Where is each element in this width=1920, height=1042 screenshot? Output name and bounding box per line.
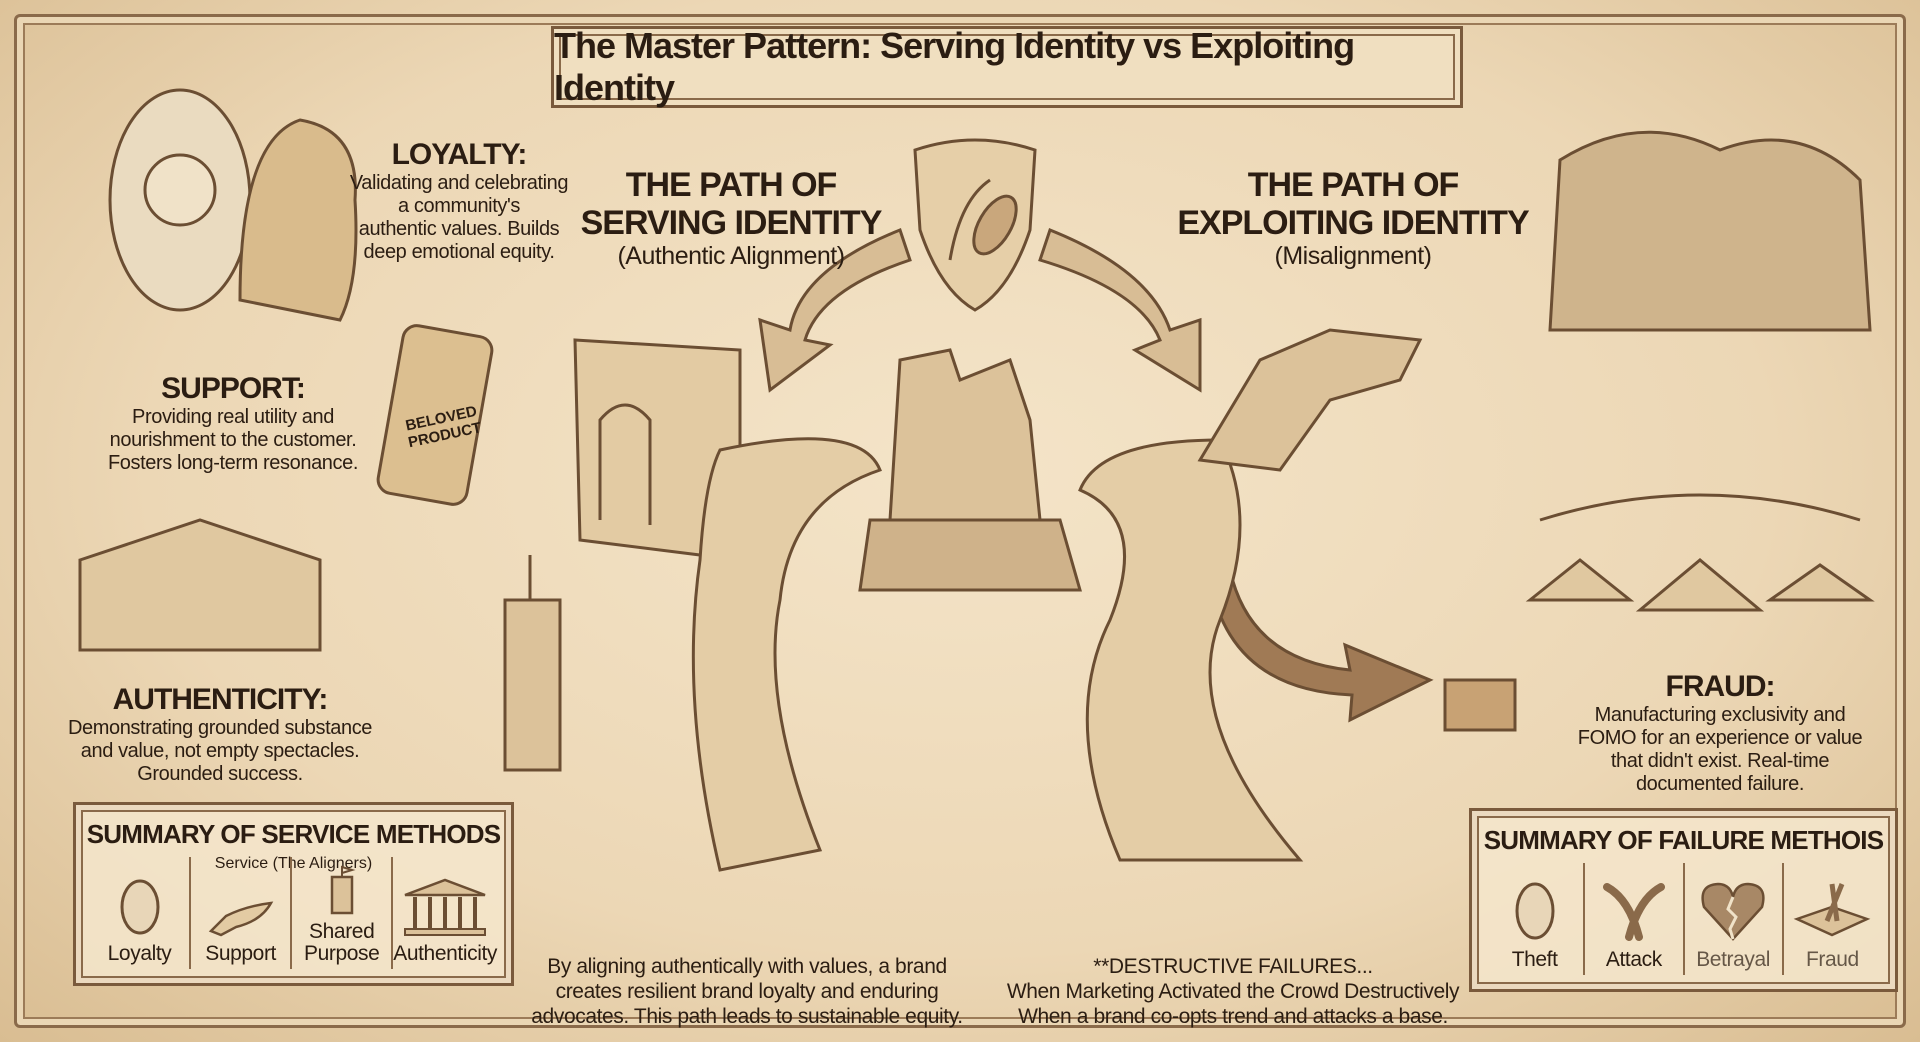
failure-item-theft: Theft <box>1486 863 1583 975</box>
item-label: Shared Purpose <box>303 920 380 965</box>
fraud-heading: FRAUD: <box>1665 670 1776 703</box>
line: that didn't exist. Real-time <box>1610 750 1830 772</box>
service-item-support: Support <box>189 857 290 969</box>
lion-illustration <box>238 118 358 322</box>
exploiting-heading-line1: THE PATH OF <box>1247 166 1460 204</box>
page-title: The Master Pattern: Serving Identity vs … <box>554 25 1355 108</box>
item-label: Support <box>205 942 276 965</box>
service-summary-title: SUMMARY OF SERVICE METHODS <box>86 819 501 849</box>
island-illustration <box>1539 493 1861 522</box>
service-item-shared-purpose: Shared Purpose <box>290 857 391 969</box>
serving-subtitle: (Authentic Alignment) <box>617 242 845 270</box>
exploiting-conclusion: **DESTRUCTIVE FAILURES... When Marketing… <box>993 954 1473 1029</box>
fraud-section: FRAUD: Manufacturing exclusivity and FOM… <box>1560 670 1880 796</box>
serving-heading-line1: THE PATH OF <box>625 166 838 204</box>
bottle-illustration <box>376 324 494 506</box>
tower-icon <box>330 865 356 915</box>
failure-item-attack: Attack <box>1583 863 1682 975</box>
support-section: SUPPORT: Providing real utility and nour… <box>73 372 393 475</box>
loyalty-section: LOYALTY: Validating and celebrating a co… <box>329 138 589 264</box>
serving-conclusion: By aligning authentically with values, a… <box>517 954 977 1029</box>
shield-icon <box>913 138 1037 312</box>
line: When Marketing Activated the Crowd Destr… <box>1006 980 1460 1003</box>
exploiting-heading-line2: EXPLOITING IDENTITY <box>1177 204 1529 242</box>
treasure-chest-illustration <box>1443 678 1517 732</box>
service-item-loyalty: Loyalty <box>90 857 189 969</box>
mirror-icon <box>1515 882 1555 940</box>
tents-illustration <box>1525 558 1875 612</box>
failure-summary-box: SUMMARY OF FAILURE METHOIS Theft Attack … <box>1469 808 1898 992</box>
item-label: Authenticity <box>393 942 497 965</box>
serving-path <box>691 437 882 872</box>
line: FOMO for an experience or value <box>1577 727 1863 749</box>
failure-item-betrayal: Betrayal <box>1682 863 1782 975</box>
library-illustration <box>78 518 322 652</box>
serving-heading-line2: SERVING IDENTITY <box>580 204 883 242</box>
item-label: Theft <box>1511 948 1558 971</box>
line: a community's <box>398 195 520 217</box>
crowd-illustration <box>1548 130 1872 332</box>
item-label: Fraud <box>1805 948 1859 971</box>
line: and value, not empty spectacles. <box>80 740 360 762</box>
line: **DESTRUCTIVE FAILURES... <box>1093 955 1373 978</box>
service-summary-box: SUMMARY OF SERVICE METHODS Service (The … <box>73 802 514 986</box>
exploiting-path <box>1078 438 1304 862</box>
line: creates resilient brand loyalty and endu… <box>555 980 939 1003</box>
line: Fosters long-term resonance. <box>107 452 359 474</box>
ornate-frame <box>14 14 1906 1028</box>
service-item-authenticity: Authenticity <box>391 857 497 969</box>
loyalty-description: Validating and celebrating a community's… <box>329 172 589 264</box>
box-icon <box>1794 883 1871 937</box>
failure-summary-title: SUMMARY OF FAILURE METHOIS <box>1483 825 1884 855</box>
line: Providing real utility and <box>132 406 334 428</box>
ruined-pillar <box>888 348 1042 522</box>
mirror-icon <box>120 879 160 935</box>
line: Grounded success. <box>137 763 303 785</box>
line: By aligning authentically with values, a… <box>547 955 947 978</box>
line: deep emotional equity. <box>363 241 555 263</box>
item-label: Loyalty <box>107 942 172 965</box>
item-label: Betrayal <box>1696 948 1771 971</box>
exploiting-subtitle: (Misalignment) <box>1274 242 1432 270</box>
castle-illustration <box>503 555 562 772</box>
service-summary-subtitle: Service (The Aligners) <box>214 855 373 872</box>
serving-path-heading: THE PATH OF SERVING IDENTITY (Authentic … <box>571 166 891 271</box>
line: authentic values. Builds <box>358 218 560 240</box>
exploiting-path-heading: THE PATH OF EXPLOITING IDENTITY (Misalig… <box>1173 166 1533 271</box>
line: Demonstrating grounded substance <box>67 717 373 739</box>
title-banner: The Master Pattern: Serving Identity vs … <box>551 25 1463 108</box>
hand-icon <box>208 901 273 937</box>
line: nourishment to the customer. <box>109 429 357 451</box>
fraud-arrow-icon <box>1208 567 1434 723</box>
broken-stairs <box>1197 328 1423 472</box>
loyalty-heading: LOYALTY: <box>391 138 528 171</box>
line: Manufacturing exclusivity and <box>1594 704 1846 726</box>
line: documented failure. <box>1635 773 1805 795</box>
line: When a brand co-opts trend and attacks a… <box>1018 1005 1448 1028</box>
line: advocates. This path leads to sustainabl… <box>531 1005 963 1028</box>
support-heading: SUPPORT: <box>161 372 306 405</box>
authenticity-section: AUTHENTICITY: Demonstrating grounded sub… <box>40 683 400 786</box>
failure-item-fraud: Fraud <box>1781 863 1881 975</box>
crossed-arms-icon <box>1602 883 1665 941</box>
left-arrow-icon <box>758 228 912 393</box>
item-label: Attack <box>1605 948 1662 971</box>
authenticity-heading: AUTHENTICITY: <box>112 683 329 716</box>
broken-heart-icon <box>1701 882 1765 941</box>
line: Validating and celebrating <box>349 172 569 194</box>
temple-icon <box>404 878 487 936</box>
right-arrow-icon <box>1038 228 1202 393</box>
